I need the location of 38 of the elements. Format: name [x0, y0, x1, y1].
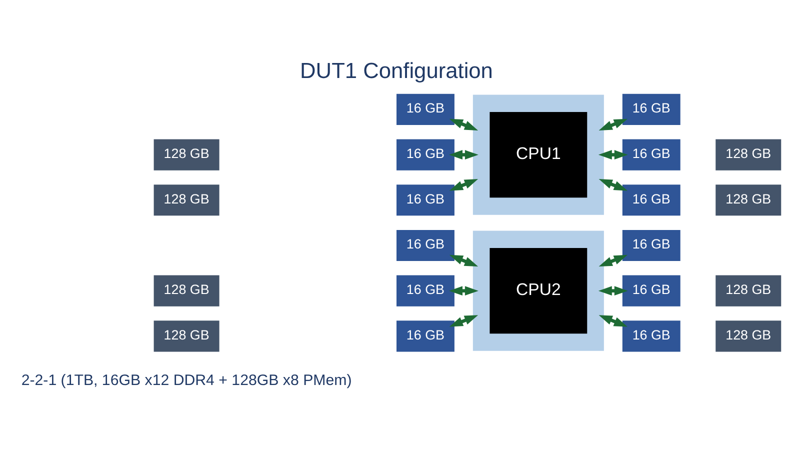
cluster: [472, 94, 604, 214]
node-box: 16 GB: [622, 320, 680, 352]
node-box: 16 GB: [396, 138, 454, 170]
node-box: 16 GB: [396, 184, 454, 216]
node-box: 16 GB: [396, 93, 454, 124]
node-box: 128 GB: [154, 138, 220, 170]
arrow: [449, 150, 478, 159]
node-box: CPU2: [490, 248, 588, 334]
node-box: 16 GB: [622, 138, 680, 170]
cluster: [472, 230, 604, 350]
diagram-title: DUT1 Configuration: [300, 58, 493, 83]
arrow: [449, 178, 478, 190]
node-box: CPU1: [490, 111, 588, 198]
label: 2-2-1 (1TB, 16GB x12 DDR4 + 128GB x8 PMem): [21, 372, 352, 389]
node-box: 128 GB: [154, 184, 220, 216]
node-box: 16 GB: [622, 184, 680, 216]
node-box: 128 GB: [716, 320, 782, 352]
node-box: 16 GB: [622, 229, 680, 260]
arrow: [598, 178, 628, 190]
arrow: [598, 150, 628, 159]
arrow: [449, 314, 478, 326]
node-box: 16 GB: [396, 320, 454, 352]
node-box: 128 GB: [716, 184, 782, 216]
node-box: 16 GB: [396, 274, 454, 306]
node-box: 16 GB: [622, 93, 680, 124]
node-box: 16 GB: [396, 229, 454, 260]
node-box: 128 GB: [154, 274, 220, 306]
arrow: [449, 118, 478, 130]
arrow: [449, 254, 478, 266]
node-box: 128 GB: [716, 138, 782, 170]
node-box: 16 GB: [622, 274, 680, 306]
arrow: [598, 286, 628, 296]
arrow: [449, 286, 478, 296]
node-box: 128 GB: [716, 274, 782, 306]
arrow: [598, 118, 628, 130]
arrow: [598, 254, 628, 266]
node-box: 128 GB: [154, 320, 220, 352]
arrow: [598, 314, 628, 326]
